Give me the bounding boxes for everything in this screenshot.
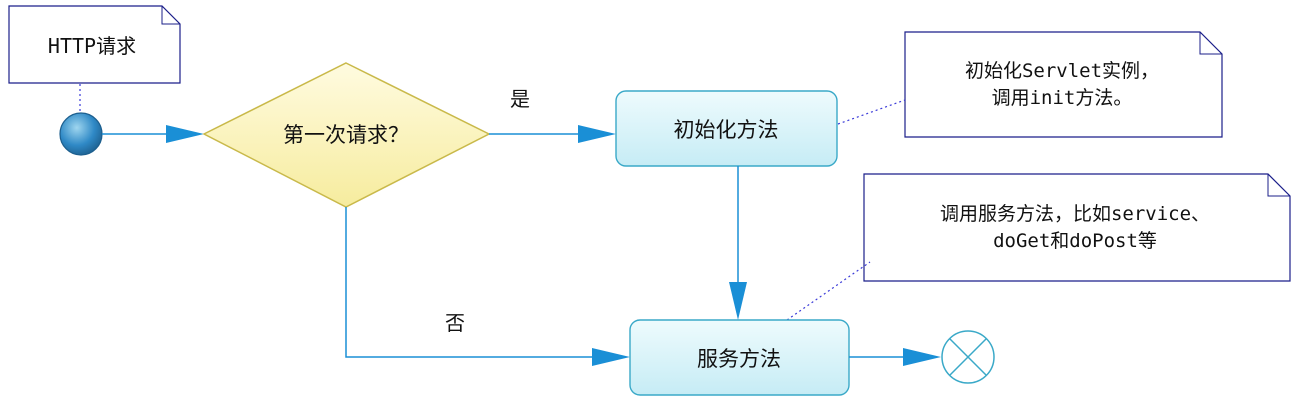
decision-label: 第一次请求？ [283,123,409,147]
note-service-line1: 调用服务方法，比如service、 [940,203,1210,225]
edge-no-label: 否 [445,311,465,335]
edge-yes-label: 是 [510,87,530,111]
decision-first-request: 第一次请求？ [202,62,491,208]
start-node [59,112,103,156]
arrowhead-icon [729,282,747,320]
action-service-label: 服务方法 [697,347,781,371]
note-init: 初始化Servlet实例， 调用init方法。 [904,31,1223,138]
edge-init-to-service [729,166,747,320]
note-http-request: HTTP请求 [8,5,181,84]
action-service-method: 服务方法 [629,319,850,396]
note-service-line2: doGet和doPost等 [993,230,1157,252]
note-service: 调用服务方法，比如service、 doGet和doPost等 [863,173,1291,282]
note-http-request-text: HTTP请求 [48,34,136,58]
action-init-label: 初始化方法 [674,118,779,142]
note-service-connector [786,261,871,321]
note-init-connector [837,99,906,125]
edge-service-to-end [849,348,941,366]
note-init-line1: 初始化Servlet实例， [965,60,1159,82]
edge-yes: 是 [489,87,616,143]
arrowhead-icon [578,125,616,143]
edge-start-to-decision [102,125,204,143]
arrowhead-icon [166,125,204,143]
action-init-method: 初始化方法 [615,90,838,167]
arrowhead-icon [592,348,630,366]
arrowhead-icon [903,348,941,366]
edge-no: 否 [345,207,630,366]
note-init-line2: 调用init方法。 [992,87,1133,109]
end-node-icon [941,330,995,384]
